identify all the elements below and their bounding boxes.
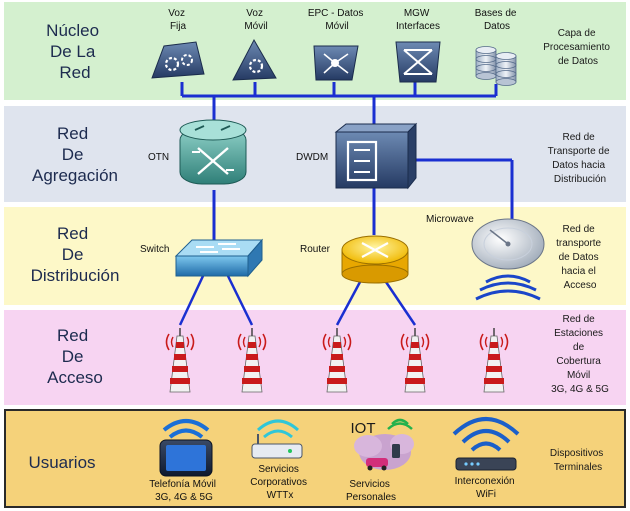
mgw-label: MGW Interfaces — [396, 8, 440, 32]
distribution-title: Red De Distribución — [31, 224, 120, 285]
cell-tower-icon — [165, 328, 195, 393]
core-title: Núcleo De La Red — [46, 21, 104, 82]
cell-tower-icon — [237, 328, 267, 393]
mgw-icon — [395, 41, 441, 83]
mobile-phone-device: Telefonía Móvil 3G, 4G & 5G — [149, 419, 218, 503]
switch-label: Switch — [140, 244, 169, 255]
mobile-phone-label: Telefonía Móvil 3G, 4G & 5G — [149, 479, 218, 503]
switch-icon — [174, 238, 264, 278]
access-band — [4, 310, 626, 405]
wttx-device: Servicios Corporativos WTTx — [250, 419, 309, 501]
access-towers — [165, 328, 509, 393]
wttx-icon — [251, 419, 303, 459]
aggregation-desc: Red de Transporte de Datos hacia Distrib… — [548, 132, 613, 185]
database-label: Bases de Datos — [475, 8, 519, 32]
iot-icon — [354, 418, 414, 471]
otn-icon — [179, 119, 247, 185]
iot-title: IOT — [351, 420, 376, 437]
voice-mobile-label: Voz Móvil — [244, 8, 267, 32]
router-label: Router — [300, 244, 331, 255]
cell-tower-icon — [322, 328, 352, 393]
core-desc: Capa de Procesamiento de Datos — [543, 28, 612, 67]
aggregation-title: Red De Agregación — [32, 124, 118, 185]
dwdm-label: DWDM — [296, 152, 328, 163]
users-band — [4, 409, 626, 508]
voice-fixed-label: Voz Fija — [168, 8, 187, 32]
access-desc: Red de Estaciones de Cobertura Móvil 3G,… — [551, 314, 609, 395]
voice-fixed-device: Voz Fija — [151, 8, 205, 79]
wifi-label: Interconexión WiFi — [455, 476, 518, 500]
microwave-label: Microwave — [426, 214, 474, 225]
database-icon — [475, 46, 517, 86]
mgw-device: MGW Interfaces — [395, 8, 441, 83]
otn-label: OTN — [148, 152, 169, 163]
iot-device: IOT Servicios Personales — [346, 418, 414, 503]
microwave-icon — [471, 218, 545, 301]
epc-device: EPC - Datos Móvil — [308, 8, 366, 81]
users-title: Usuarios — [28, 453, 95, 472]
voice-fixed-icon — [151, 41, 205, 79]
aggregation-band — [4, 106, 626, 202]
mobile-phone-icon — [159, 419, 213, 477]
dwdm-icon — [334, 122, 418, 190]
iot-label: Servicios Personales — [346, 479, 396, 503]
database-device: Bases de Datos — [475, 8, 519, 86]
voice-mobile-device: Voz Móvil — [232, 8, 277, 81]
wifi-icon — [452, 417, 520, 471]
cell-tower-icon — [400, 328, 430, 393]
wttx-label: Servicios Corporativos WTTx — [250, 464, 309, 501]
distribution-desc: Red de transporte de Datos hacia el Acce… — [556, 224, 604, 291]
access-title: Red De Acceso — [47, 326, 103, 387]
epc-icon — [313, 45, 359, 81]
users-desc: Dispositivos Terminales — [550, 448, 606, 473]
wifi-device: Interconexión WiFi — [452, 417, 520, 500]
links — [178, 82, 514, 326]
voice-mobile-icon — [232, 38, 277, 81]
cell-tower-icon — [479, 328, 509, 393]
router-icon — [341, 235, 409, 284]
epc-label: EPC - Datos Móvil — [308, 8, 366, 32]
